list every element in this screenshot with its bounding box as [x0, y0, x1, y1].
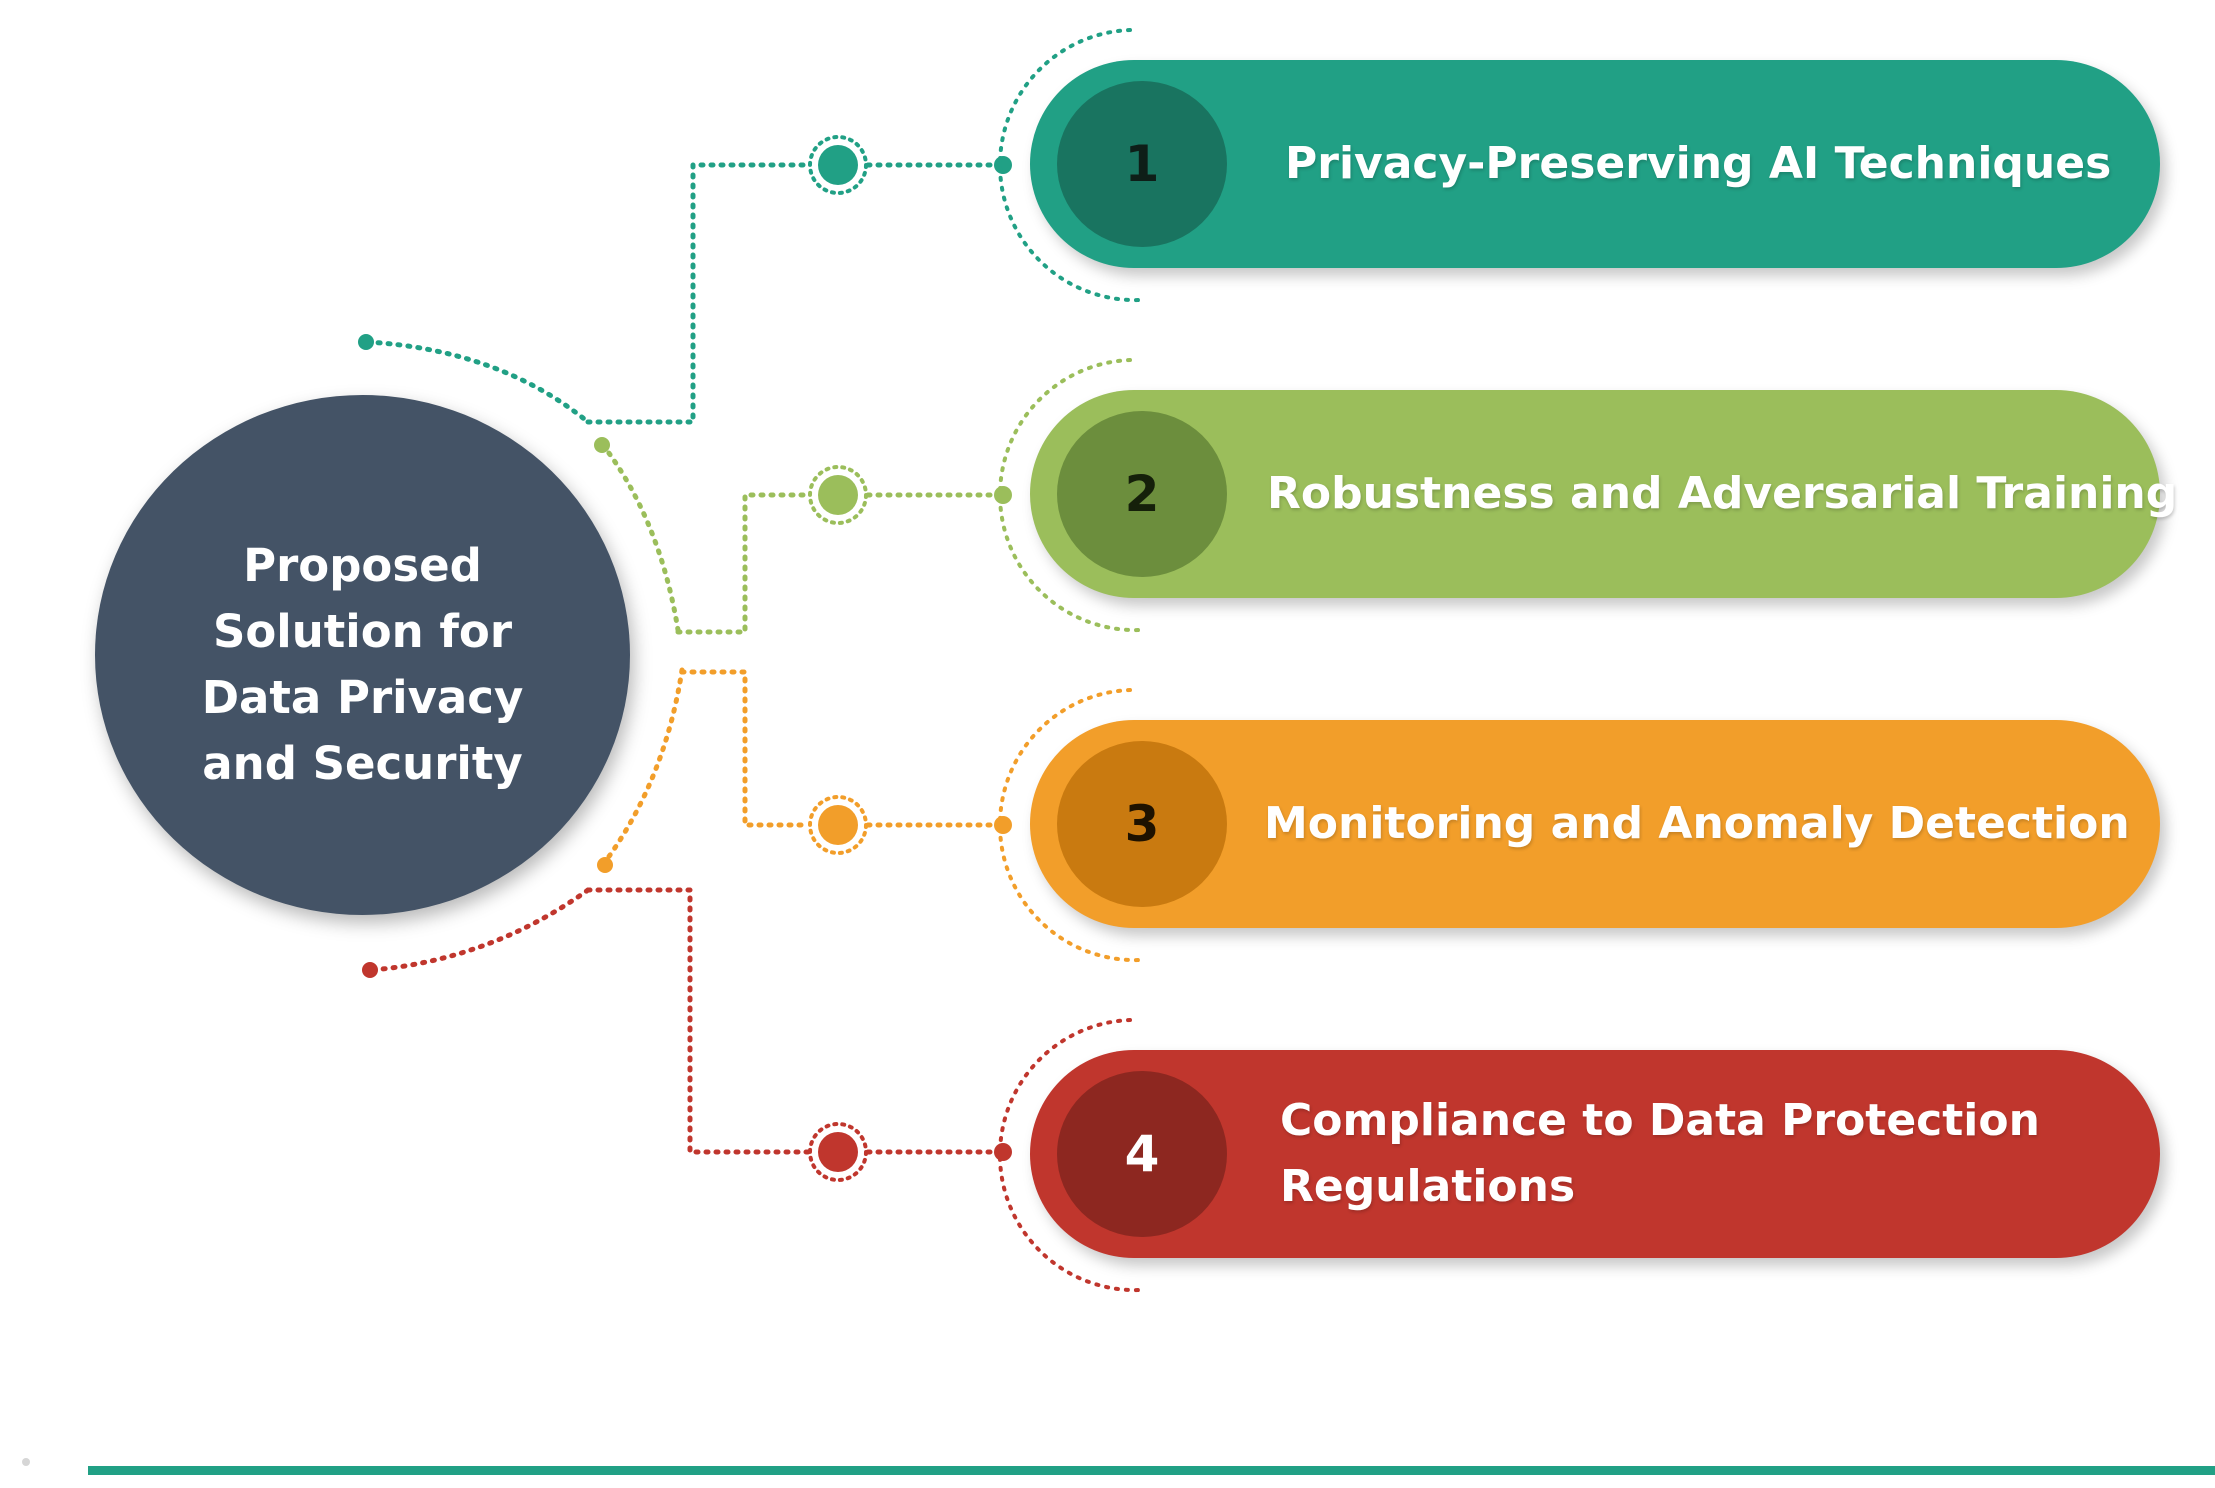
pill-anchor-dot-3: [994, 816, 1012, 834]
item-label: Compliance to Data Protection Regulation…: [1280, 1088, 2040, 1220]
hub-endpoint-dot-green: [594, 437, 610, 453]
branch-line-4: [585, 887, 811, 1155]
pill-anchor-dot-2: [994, 486, 1012, 504]
hub-arc-lower-right: [602, 667, 685, 865]
hub-endpoint-dot-bottom: [362, 962, 378, 978]
hub-arc-bottom: [369, 887, 591, 973]
branch-node-1: [808, 135, 868, 195]
bottom-rule: [88, 1466, 2215, 1475]
pill-arc-1: [997, 28, 1142, 303]
hub-endpoint-dot-top: [358, 334, 374, 350]
solution-item-3: 3 Monitoring and Anomaly Detection: [1030, 720, 2160, 928]
solution-item-4: 4 Compliance to Data Protection Regulati…: [1030, 1050, 2160, 1258]
branch-line-3: [679, 669, 811, 828]
pill-arc-4: [997, 1018, 1142, 1293]
item-label: Privacy-Preserving AI Techniques: [1285, 138, 2112, 189]
hub-endpoint-dot-orange: [597, 857, 613, 873]
hub-circle: Proposed Solution for Data Privacy and S…: [95, 395, 630, 915]
solution-item-1: 1 Privacy-Preserving AI Techniques: [1030, 60, 2160, 268]
branch-line-2: [675, 492, 811, 635]
item-number-badge: 2: [1057, 411, 1227, 577]
item-label-line-2: Regulations: [1280, 1161, 1576, 1212]
pill-anchor-dot-1: [994, 156, 1012, 174]
branch-node-3: [808, 795, 868, 855]
branch-line-1: [585, 162, 811, 425]
pill-anchor-dot-4: [994, 1143, 1012, 1161]
corner-dot: [22, 1458, 30, 1466]
item-label: Robustness and Adversarial Training: [1267, 468, 2178, 519]
pill-arc-3: [997, 688, 1142, 963]
hub-arc-upper-right: [600, 442, 681, 633]
solution-item-2: 2 Robustness and Adversarial Training: [1030, 390, 2177, 598]
item-number-badge: 3: [1057, 741, 1227, 907]
item-label: Monitoring and Anomaly Detection: [1264, 798, 2130, 849]
pill-arc-2: [997, 358, 1142, 633]
hub-arc-top: [365, 339, 591, 425]
branch-node-2: [808, 465, 868, 525]
item-label-line-1: Compliance to Data Protection: [1280, 1095, 2040, 1146]
hub-title: Proposed Solution for Data Privacy and S…: [201, 539, 524, 790]
item-number-badge: 1: [1057, 81, 1227, 247]
item-number-badge: 4: [1057, 1071, 1227, 1237]
branch-node-4: [808, 1122, 868, 1182]
